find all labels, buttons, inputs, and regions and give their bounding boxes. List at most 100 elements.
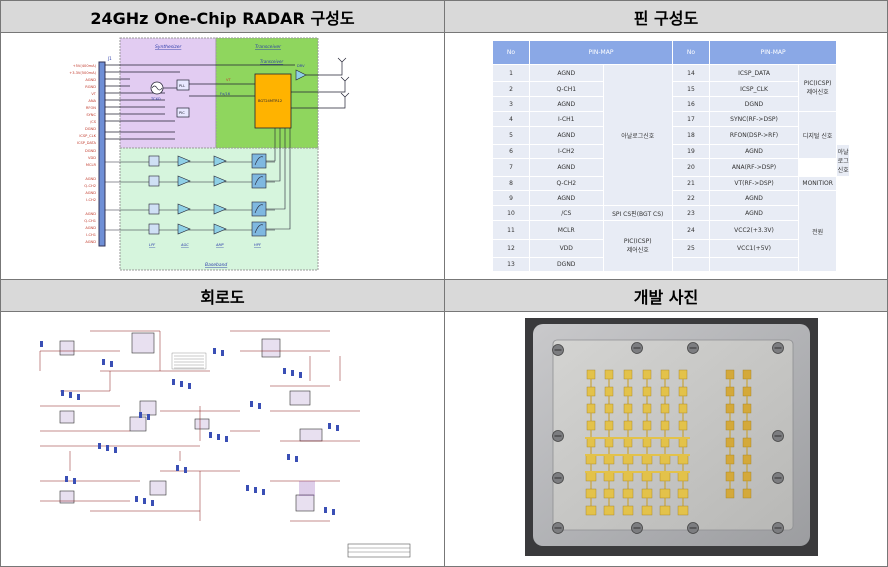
lpf-label: LPF bbox=[149, 243, 156, 247]
pin-label: ICSP_DATA bbox=[77, 141, 97, 145]
pin-name: AGND bbox=[529, 64, 604, 82]
component bbox=[332, 509, 335, 515]
pin-name: AGND bbox=[529, 126, 604, 145]
pin-label: /CS bbox=[90, 120, 97, 124]
title-block bbox=[347, 543, 411, 558]
pin-name: VCC2(+3.3V) bbox=[709, 220, 799, 240]
antenna-patch bbox=[678, 386, 688, 397]
pin-label: +3.3V(500mA) bbox=[69, 71, 96, 75]
pin-label: AGND bbox=[85, 191, 96, 195]
pin-name: DGND bbox=[709, 96, 799, 112]
left-pin-labels: +5V(400mA) +3.3V(500mA) AGND RGND VT ANA… bbox=[69, 64, 97, 244]
component bbox=[258, 403, 261, 409]
antenna-patch bbox=[586, 437, 596, 448]
ic-chip bbox=[139, 400, 157, 416]
pin-label: SYNC bbox=[86, 113, 96, 117]
pin-label: DGND bbox=[85, 127, 96, 131]
pin-label: VDD bbox=[88, 156, 96, 160]
pin-label: ANA bbox=[88, 99, 96, 103]
amp-label: AMP bbox=[215, 243, 225, 247]
component bbox=[250, 401, 253, 407]
pin-name: AGND bbox=[709, 144, 799, 159]
pin-no: 4 bbox=[492, 111, 530, 127]
ic-chip bbox=[59, 490, 75, 504]
pin-no: 5 bbox=[492, 126, 530, 145]
component bbox=[106, 445, 109, 451]
antenna-patch bbox=[677, 505, 689, 516]
pin-no: 24 bbox=[672, 220, 710, 240]
component bbox=[143, 498, 146, 504]
pin-label: AGND bbox=[85, 240, 96, 244]
pin-name: ICSP_DATA bbox=[709, 64, 799, 82]
radar-diagram: Synthesizer Transceiver Transceiver Base… bbox=[69, 37, 350, 271]
synthesizer-label: Synthesizer bbox=[155, 44, 182, 50]
antenna-patch bbox=[677, 454, 689, 465]
ic-chip bbox=[295, 494, 315, 512]
pin-name: MCLR bbox=[529, 220, 604, 240]
antenna-patch bbox=[659, 505, 671, 516]
antenna-patch bbox=[604, 386, 614, 397]
pcb-board bbox=[552, 339, 794, 531]
component bbox=[221, 350, 224, 356]
antenna-patch bbox=[603, 488, 615, 499]
ic-chip bbox=[131, 332, 155, 354]
antenna-patch bbox=[603, 454, 615, 465]
antenna-patch bbox=[678, 437, 688, 448]
component bbox=[176, 465, 179, 471]
connector-j1 bbox=[98, 61, 106, 247]
pin-header: 핀 구성도 bbox=[444, 0, 888, 33]
antenna-patch bbox=[725, 488, 735, 499]
ic-chip bbox=[261, 338, 281, 358]
ic-chip bbox=[299, 428, 323, 442]
amp-block bbox=[213, 203, 227, 215]
j1-label: J1 bbox=[107, 56, 112, 61]
component bbox=[73, 478, 76, 484]
antenna-patch bbox=[586, 386, 596, 397]
antenna-patch bbox=[678, 369, 688, 380]
antenna-patch bbox=[659, 488, 671, 499]
antenna-patch bbox=[585, 488, 597, 499]
radar-header: 24GHz One-Chip RADAR 구성도 bbox=[0, 0, 445, 33]
chip-block bbox=[254, 73, 292, 129]
pll-label: PLL bbox=[179, 84, 185, 88]
component bbox=[139, 412, 142, 418]
pin-name: AGND bbox=[529, 158, 604, 177]
pin-no: 3 bbox=[492, 96, 530, 112]
baseband-chains bbox=[105, 128, 291, 237]
antenna-patch bbox=[725, 437, 735, 448]
antenna-patch bbox=[585, 454, 597, 465]
pin-group: 전원 bbox=[797, 190, 838, 272]
amp-block bbox=[213, 223, 227, 235]
component bbox=[184, 467, 187, 473]
pin-no: 23 bbox=[672, 205, 710, 221]
antenna-patch bbox=[622, 488, 634, 499]
pin-no: 9 bbox=[492, 190, 530, 206]
pin-name: AGND bbox=[709, 190, 799, 206]
col-pinmap-2: PIN-MAP bbox=[708, 40, 838, 65]
pin-no: 17 bbox=[672, 111, 710, 127]
pin-name: AGND bbox=[529, 96, 604, 112]
screws bbox=[552, 342, 784, 534]
chain-row bbox=[105, 221, 275, 237]
antenna-patch bbox=[660, 420, 670, 431]
antenna-patch bbox=[586, 369, 596, 380]
pin-no: 11 bbox=[492, 220, 530, 240]
pin-no: 18 bbox=[672, 126, 710, 145]
antenna-patch bbox=[604, 403, 614, 414]
circuit-schematic bbox=[39, 330, 411, 558]
pin-name: ANA(RF->DSP) bbox=[709, 158, 799, 177]
ic-chip bbox=[59, 410, 75, 424]
pin-no: 21 bbox=[672, 176, 710, 191]
pin-group: PIC(ICSP) 제어신호 bbox=[797, 64, 838, 112]
lpf-block bbox=[148, 223, 160, 235]
pin-label: RFON bbox=[86, 106, 96, 110]
circuit-header: 회로도 bbox=[0, 279, 445, 312]
